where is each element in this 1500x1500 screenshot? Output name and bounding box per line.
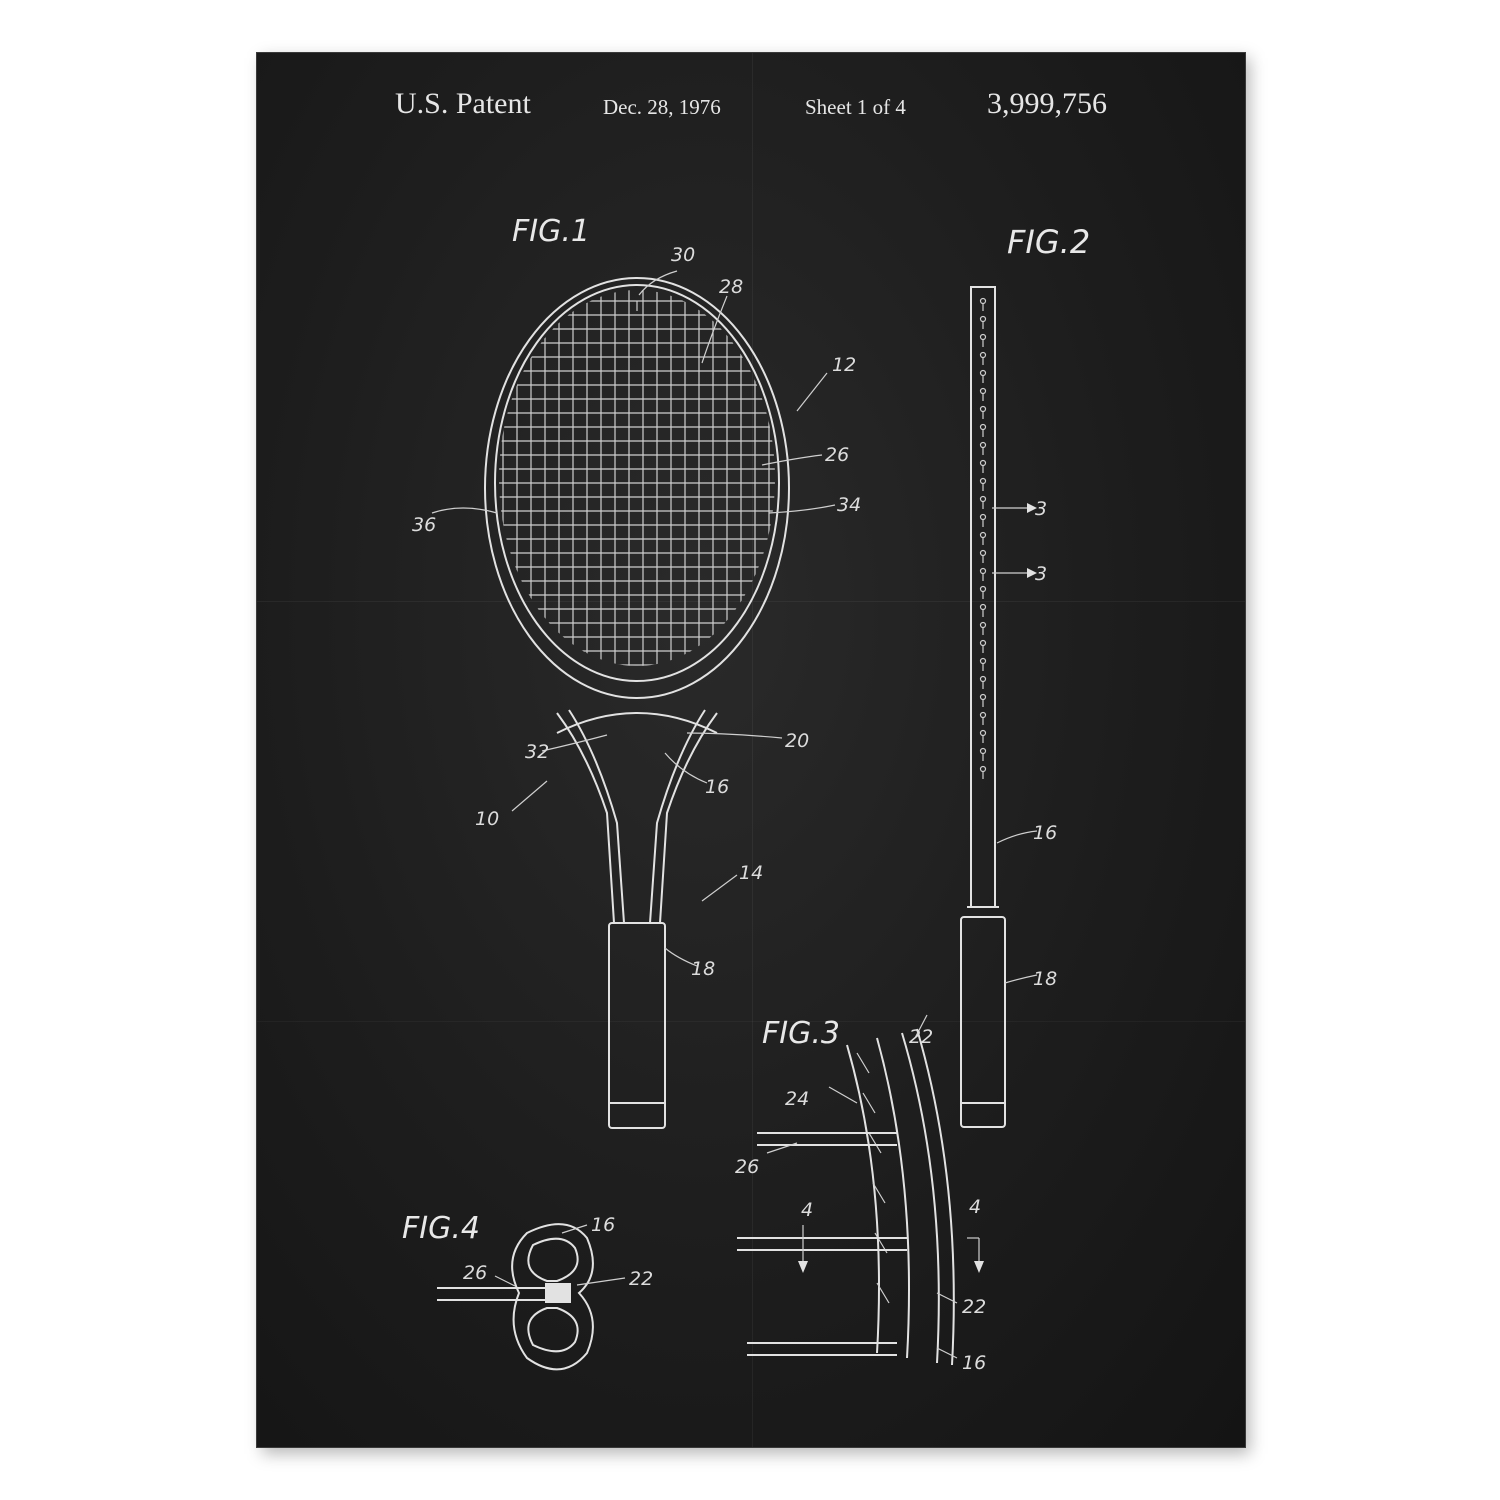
side-grommet bbox=[979, 333, 987, 341]
fig2-ref: 16 bbox=[1033, 822, 1057, 844]
side-grommet bbox=[979, 657, 987, 665]
fig1-ref: 30 bbox=[671, 244, 695, 266]
fig2-ref: 3 bbox=[1035, 563, 1047, 585]
side-grommet bbox=[979, 729, 987, 737]
fig2-side-view bbox=[960, 286, 1038, 1128]
fig3-ref: 4 bbox=[801, 1199, 813, 1221]
side-grommet bbox=[979, 621, 987, 629]
racket-frame-outer bbox=[484, 277, 790, 699]
fig1-leaders bbox=[431, 270, 836, 967]
side-grommet bbox=[979, 423, 987, 431]
patent-drawing: FIG.1 FIG.2 FIG.3 FIG.4 30 28 12 26 34 3… bbox=[402, 214, 1090, 1374]
patent-poster: U.S. Patent Dec. 28, 1976 Sheet 1 of 4 3… bbox=[256, 52, 1246, 1448]
side-grommet bbox=[979, 495, 987, 503]
fig3-ref: 16 bbox=[962, 1352, 986, 1374]
racket-handle bbox=[608, 922, 666, 1129]
fold-line-horizontal-lower bbox=[257, 1021, 1245, 1022]
side-grommet bbox=[979, 765, 987, 773]
side-grommet bbox=[979, 603, 987, 611]
side-grommet bbox=[979, 369, 987, 377]
side-grommet bbox=[979, 531, 987, 539]
side-grommet bbox=[979, 441, 987, 449]
fig2-label: FIG.2 bbox=[1007, 223, 1090, 261]
side-grommet bbox=[979, 477, 987, 485]
fig1-ref: 20 bbox=[785, 730, 809, 752]
fig3-ref: 26 bbox=[735, 1156, 759, 1178]
fig1-ref: 32 bbox=[525, 741, 549, 763]
side-grommet bbox=[979, 747, 987, 755]
side-grommet bbox=[979, 693, 987, 701]
side-grommet bbox=[979, 567, 987, 575]
fig4-ref: 22 bbox=[629, 1268, 653, 1290]
fig3-ref: 4 bbox=[969, 1196, 981, 1218]
fig4-section bbox=[437, 1223, 626, 1371]
side-grommet bbox=[979, 549, 987, 557]
side-grommet bbox=[979, 711, 987, 719]
fig1-ref: 14 bbox=[739, 862, 763, 884]
patent-header-sheet: Sheet 1 of 4 bbox=[805, 95, 906, 119]
fig1-ref: 28 bbox=[719, 276, 743, 298]
fig3-cross-section bbox=[737, 1014, 984, 1366]
fig3-label: FIG.3 bbox=[762, 1016, 840, 1051]
fig1-ref: 10 bbox=[475, 808, 499, 830]
fig1-ref: 36 bbox=[412, 514, 436, 536]
fig1-label: FIG.1 bbox=[512, 214, 590, 249]
fig1-ref: 26 bbox=[825, 444, 849, 466]
fig3-ref: 22 bbox=[962, 1296, 986, 1318]
fig4-ref: 16 bbox=[591, 1214, 615, 1236]
patent-header-title: U.S. Patent bbox=[395, 87, 531, 120]
patent-header-date: Dec. 28, 1976 bbox=[603, 95, 721, 119]
racket-throat-bridge bbox=[556, 712, 718, 734]
side-handle bbox=[960, 916, 1006, 1128]
fig1-ref: 34 bbox=[837, 494, 861, 516]
side-grommet bbox=[979, 297, 987, 305]
fig1-ref: 16 bbox=[705, 776, 729, 798]
racket-throat-right-inner bbox=[649, 709, 706, 924]
racket-throat-left bbox=[556, 712, 615, 924]
side-grommet bbox=[979, 459, 987, 467]
fig3-ref: 24 bbox=[785, 1088, 809, 1110]
racket-throat-left-inner bbox=[568, 709, 625, 924]
racket-frame-inner bbox=[494, 284, 780, 682]
fig1-ref: 12 bbox=[832, 354, 856, 376]
fig3-ref: 22 bbox=[909, 1026, 933, 1048]
side-grommet bbox=[979, 675, 987, 683]
fig2-ref: 3 bbox=[1035, 498, 1047, 520]
patent-header-number: 3,999,756 bbox=[987, 87, 1107, 120]
fig1-ref: 18 bbox=[691, 958, 715, 980]
racket-throat-right bbox=[659, 712, 718, 924]
side-grommet bbox=[979, 351, 987, 359]
side-grommet bbox=[979, 585, 987, 593]
fold-line-vertical bbox=[752, 53, 753, 1447]
side-grommet bbox=[979, 315, 987, 323]
fig2-ref: 18 bbox=[1033, 968, 1057, 990]
frame-section-outer bbox=[511, 1223, 594, 1371]
side-grommet bbox=[979, 513, 987, 521]
fig1-racket-drawing bbox=[484, 277, 790, 1129]
side-grommet bbox=[979, 405, 987, 413]
side-grommet bbox=[979, 387, 987, 395]
fig4-ref: 26 bbox=[463, 1262, 487, 1284]
fig4-label: FIG.4 bbox=[402, 1211, 480, 1246]
side-grommet bbox=[979, 639, 987, 647]
